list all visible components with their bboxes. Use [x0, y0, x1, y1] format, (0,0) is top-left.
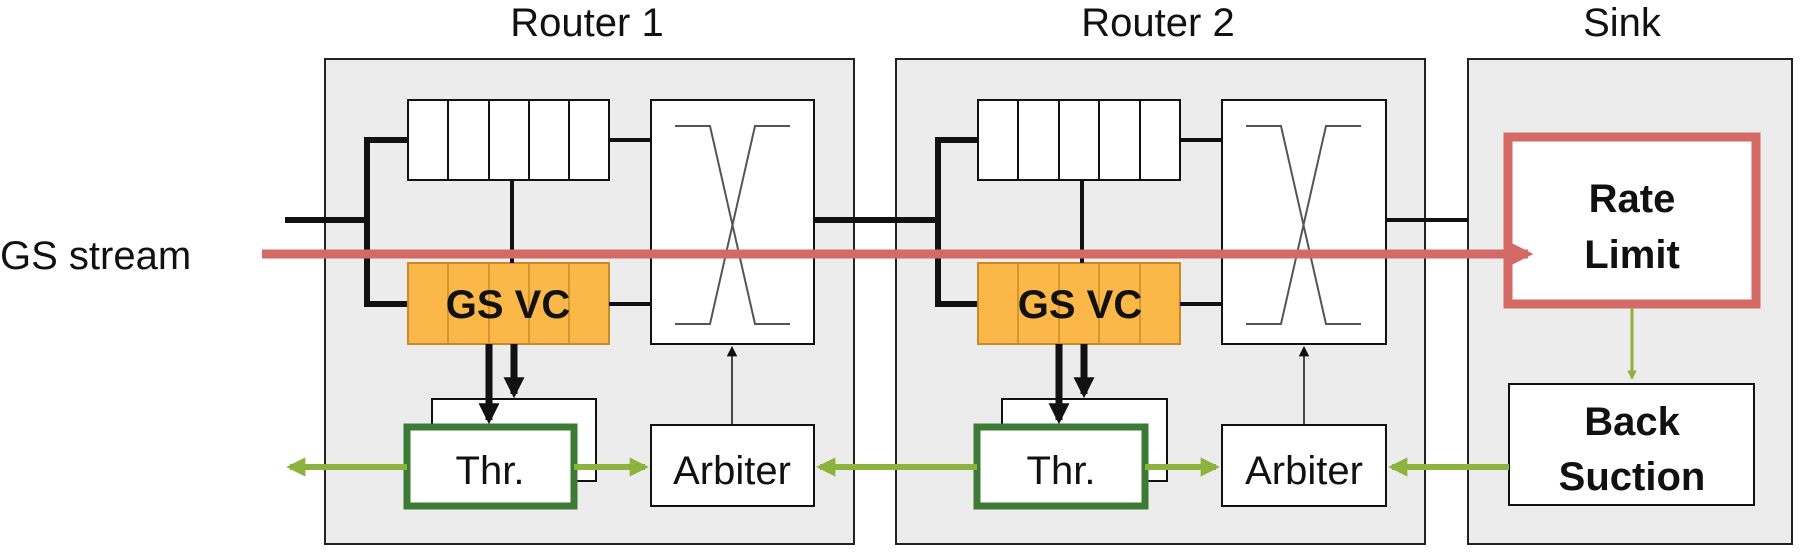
router-2-throttle-label: Thr. — [1027, 449, 1096, 493]
rate-limit-box — [1503, 132, 1761, 309]
router-2-gs-vc: GS VC — [977, 262, 1181, 345]
router-2: GS VC Thr. Arbiter — [816, 99, 1387, 510]
sink-title: Sink — [1583, 1, 1662, 45]
rate-limit-label-1: Rate — [1589, 177, 1676, 221]
router-2-arbiter — [1221, 424, 1387, 507]
router-2-crossbar — [1221, 99, 1387, 345]
router-1-crossbar — [650, 99, 815, 345]
router-2-gs-vc-label: GS VC — [1018, 283, 1142, 327]
router-1: GS VC Thr. Arbiter — [285, 99, 815, 510]
router-1-gs-vc-label: GS VC — [446, 283, 570, 327]
back-suction-label-2: Suction — [1559, 455, 1706, 499]
sink: Rate Limit Back Suction — [1388, 132, 1761, 506]
router-1-arbiter — [650, 424, 815, 507]
back-suction-label-1: Back — [1584, 400, 1680, 444]
router-1-gs-vc: GS VC — [407, 262, 610, 345]
gs-stream-label: GS stream — [0, 234, 191, 278]
back-suction-box — [1508, 383, 1755, 506]
router-1-throttle-label: Thr. — [456, 449, 525, 493]
router-2-buffer-queue — [977, 99, 1181, 181]
router-1-arbiter-label: Arbiter — [673, 449, 791, 493]
router-2-arbiter-label: Arbiter — [1245, 449, 1363, 493]
router-1-title: Router 1 — [510, 1, 663, 45]
router-2-title: Router 2 — [1081, 1, 1234, 45]
router-1-buffer-queue — [407, 99, 610, 181]
rate-limit-label-2: Limit — [1584, 233, 1680, 277]
